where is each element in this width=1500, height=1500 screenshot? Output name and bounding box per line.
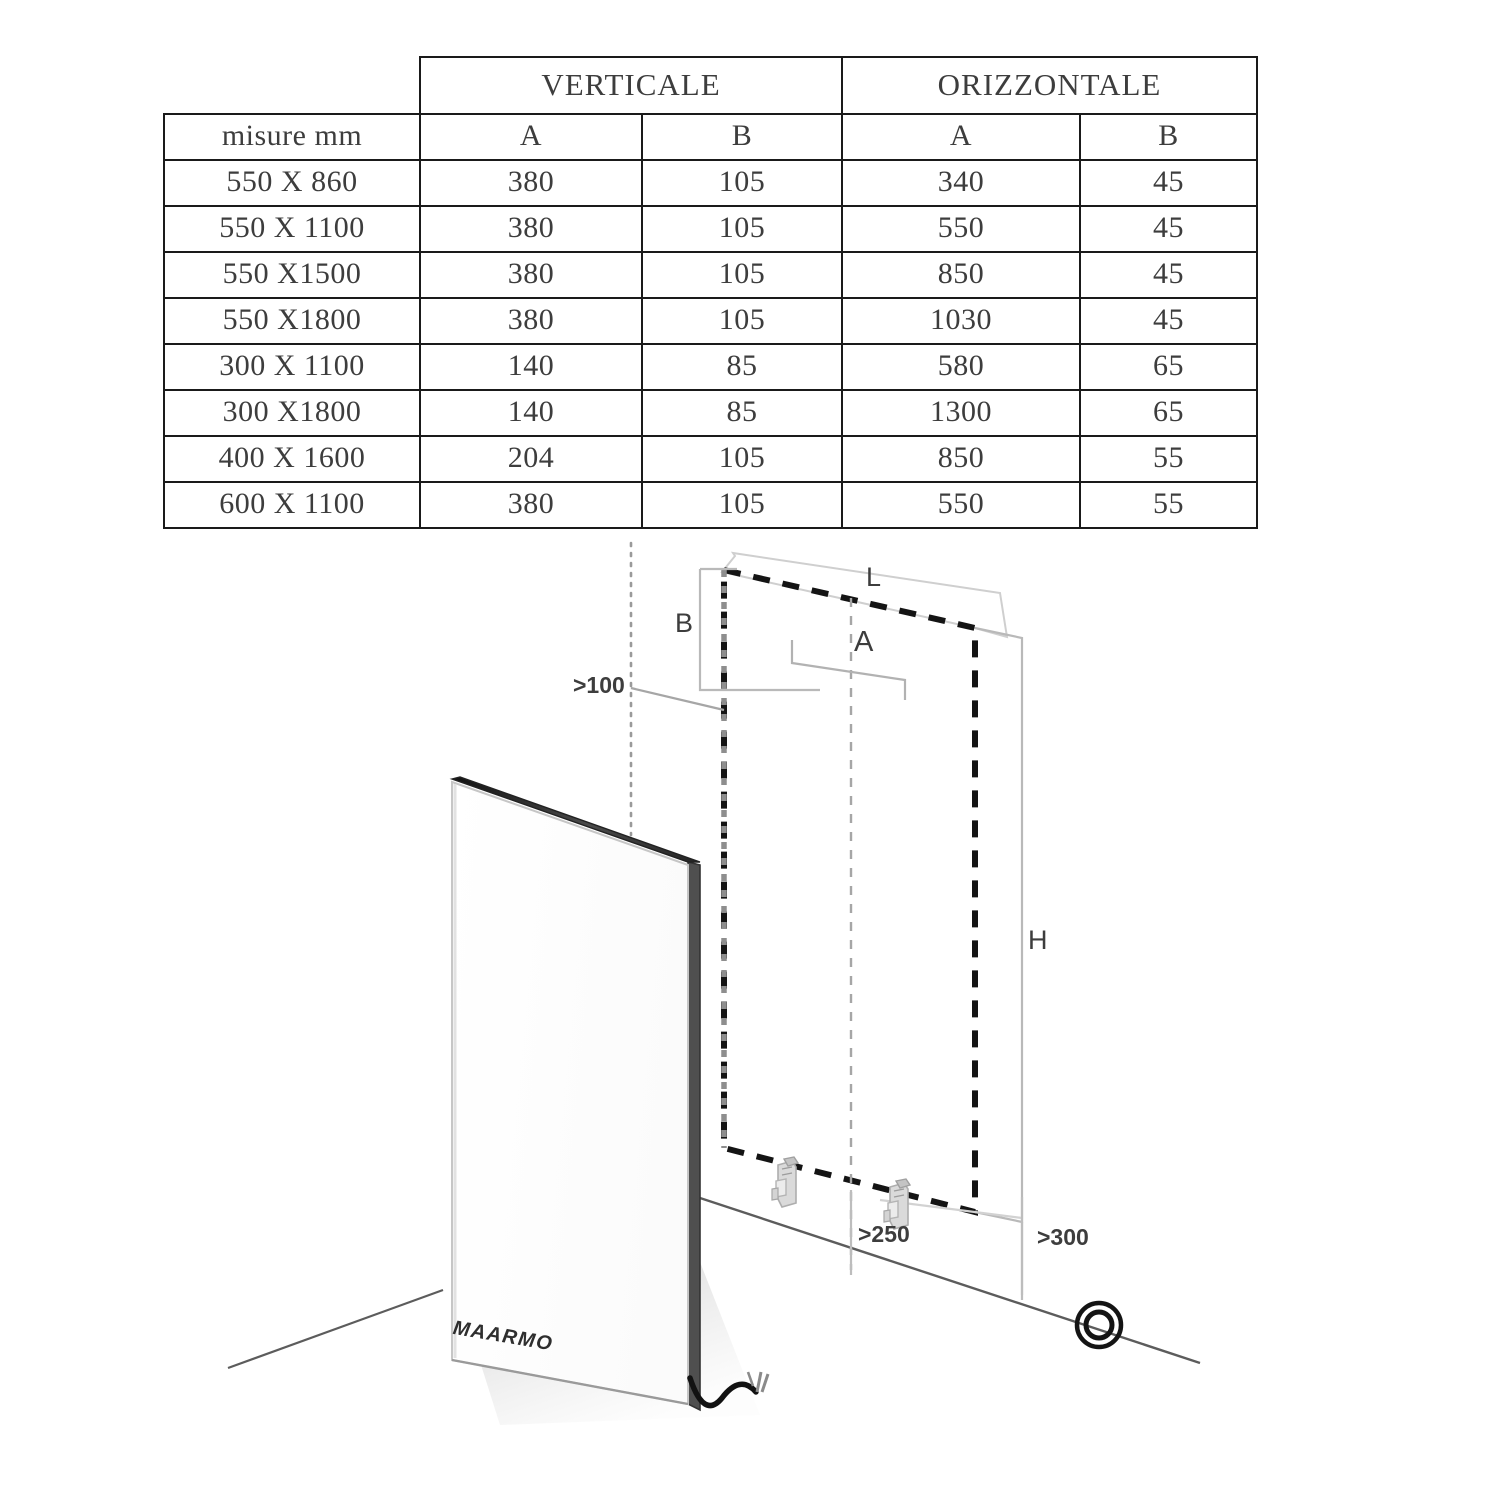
table-cell-oriz-a: 1030 (841, 297, 1081, 345)
table-cell-vert-b: 105 (641, 159, 843, 207)
floor-line-right (699, 1196, 1201, 1365)
column-header-vert-b: B (641, 113, 843, 161)
table-cell-size: 600 X 1100 (163, 481, 421, 529)
table-cell-vert-a: 380 (419, 159, 643, 207)
column-header-misure: misure mm (163, 113, 421, 161)
table-cell-size: 400 X 1600 (163, 435, 421, 483)
label-offset-b: B (675, 608, 694, 638)
column-header-vert-a: A (419, 113, 643, 161)
column-header-oriz-a: A (841, 113, 1081, 161)
dimensions-table-container: VERTICALE ORIZZONTALE misure mm A B A B … (163, 56, 1258, 529)
table-cell-vert-b: 85 (641, 389, 843, 437)
spacer-ring-icon (1074, 1300, 1124, 1350)
column-header-oriz-b: B (1079, 113, 1258, 161)
power-plug-icon (687, 1371, 770, 1409)
table-cell-vert-b: 105 (641, 297, 843, 345)
label-clearance-socket: >300 (1037, 1224, 1089, 1250)
table-cell-oriz-a: 550 (841, 481, 1081, 529)
table-cell-size: 300 X1800 (163, 389, 421, 437)
label-height-h: H (1028, 925, 1048, 955)
table-cell-oriz-b: 45 (1079, 251, 1258, 299)
panel-bottom-edge (451, 1358, 689, 1406)
table-cell-vert-a: 140 (419, 389, 643, 437)
clearance-top-leader-line (630, 686, 725, 712)
table-cell-vert-b: 85 (641, 343, 843, 391)
wall-bracket-icon-left (771, 1156, 800, 1208)
power-cable (687, 1375, 759, 1409)
table-cell-vert-a: 140 (419, 343, 643, 391)
height-dimension-frame (974, 626, 1024, 1224)
label-offset-a: A (854, 626, 874, 658)
diagram-vector-canvas (227, 541, 1201, 1425)
a-dimension-bracket (790, 640, 907, 700)
heating-panel-3d (449, 776, 701, 1412)
group-header-verticale: VERTICALE (419, 56, 843, 115)
label-clearance-top: >100 (573, 672, 625, 698)
label-clearance-bottom: >250 (858, 1221, 910, 1247)
table-cell-oriz-a: 580 (841, 343, 1081, 391)
table-cell-oriz-b: 45 (1079, 159, 1258, 207)
table-cell-vert-a: 380 (419, 251, 643, 299)
table-cell-size: 300 X 1100 (163, 343, 421, 391)
table-cell-oriz-b: 65 (1079, 389, 1258, 437)
table-cell-oriz-b: 45 (1079, 205, 1258, 253)
b-dimension-bracket (698, 569, 820, 692)
installation-diagram: L B A H >100 >250 >300 MAARMO (0, 505, 1500, 1500)
table-sub-header-row: misure mm A B A B (163, 113, 1258, 161)
dimensions-table: VERTICALE ORIZZONTALE misure mm A B A B … (163, 56, 1258, 529)
table-cell-oriz-b: 45 (1079, 297, 1258, 345)
table-cell-oriz-a: 1300 (841, 389, 1081, 437)
table-cell-vert-b: 105 (641, 481, 843, 529)
panel-footprint-dashed-outline (721, 566, 978, 1216)
table-cell-vert-a: 380 (419, 205, 643, 253)
table-cell-oriz-b: 65 (1079, 343, 1258, 391)
table-cell-oriz-a: 340 (841, 159, 1081, 207)
table-cell-oriz-b: 55 (1079, 481, 1258, 529)
table-cell-size: 550 X1500 (163, 251, 421, 299)
floor-line-left (227, 1288, 444, 1370)
panel-front-face (451, 780, 689, 1406)
table-cell-size: 550 X 860 (163, 159, 421, 207)
table-cell-size: 550 X 1100 (163, 205, 421, 253)
table-cell-vert-a: 380 (419, 481, 643, 529)
table-cell-size: 550 X1800 (163, 297, 421, 345)
wall-bracket-icon-right (883, 1178, 912, 1230)
plug-prongs (746, 1371, 770, 1393)
table-group-header-row: VERTICALE ORIZZONTALE (164, 56, 1258, 115)
label-length-l: L (866, 562, 882, 592)
table-corner-cell (164, 57, 420, 114)
table-cell-oriz-a: 550 (841, 205, 1081, 253)
group-header-orizzontale: ORIZZONTALE (841, 56, 1258, 115)
panel-side-face (687, 860, 701, 1412)
table-cell-vert-b: 105 (641, 251, 843, 299)
table-cell-oriz-a: 850 (841, 435, 1081, 483)
table-cell-oriz-a: 850 (841, 251, 1081, 299)
table-cell-vert-b: 105 (641, 435, 843, 483)
panel-top-edge (449, 776, 701, 863)
table-cell-vert-a: 204 (419, 435, 643, 483)
table-cell-vert-a: 380 (419, 297, 643, 345)
table-cell-oriz-b: 55 (1079, 435, 1258, 483)
table-cell-vert-b: 105 (641, 205, 843, 253)
